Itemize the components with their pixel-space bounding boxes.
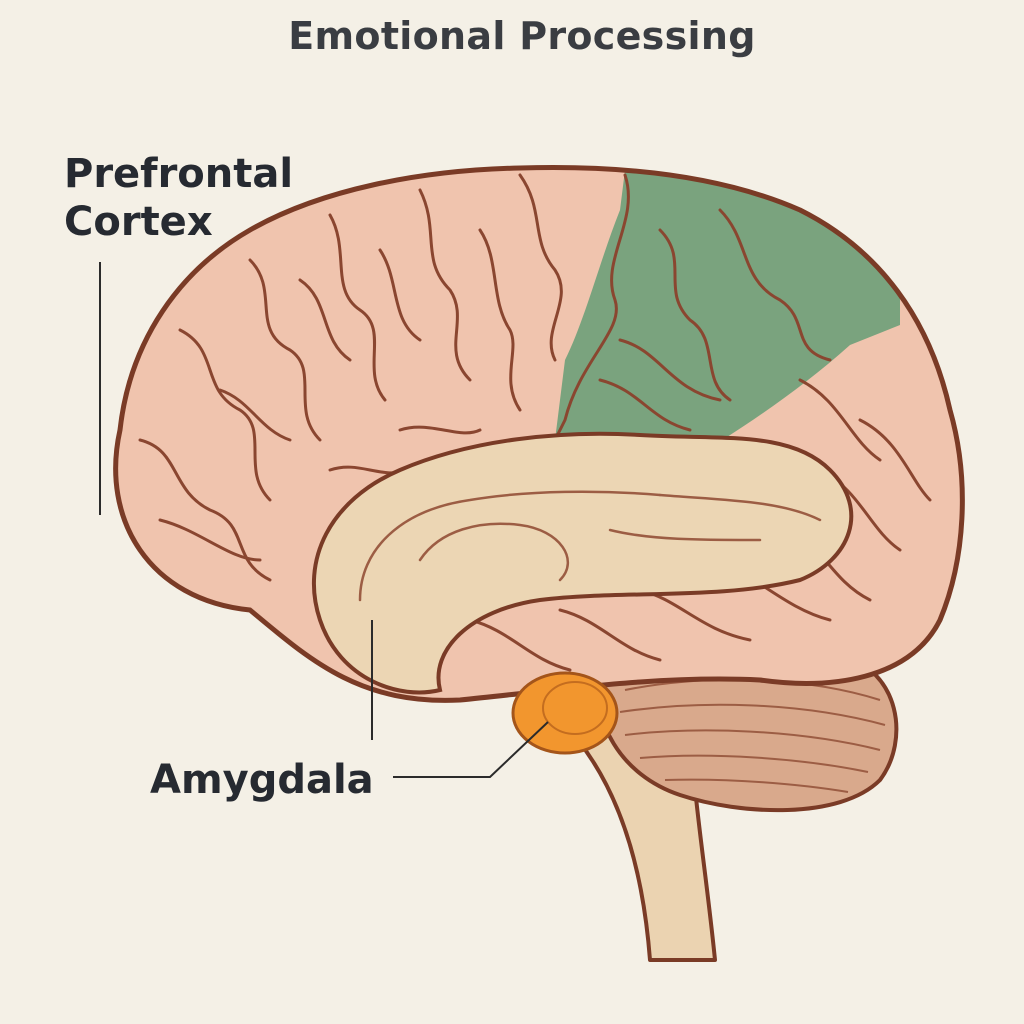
amygdala-structure <box>511 671 619 755</box>
prefrontal-cortex-label: Prefrontal Cortex <box>64 150 293 246</box>
prefrontal-label-line1: Prefrontal <box>64 151 294 197</box>
limbic-folds <box>358 490 822 602</box>
diagram-title: Emotional Processing <box>288 14 756 58</box>
prefrontal-label-line2: Cortex <box>64 199 213 245</box>
cortex-folds <box>138 173 932 672</box>
amygdala-leader-line <box>393 721 549 778</box>
brain-outline <box>113 165 965 703</box>
prefrontal-highlight-region <box>555 170 900 460</box>
cerebellum <box>596 643 899 813</box>
amygdala-label: Amygdala <box>150 757 374 803</box>
